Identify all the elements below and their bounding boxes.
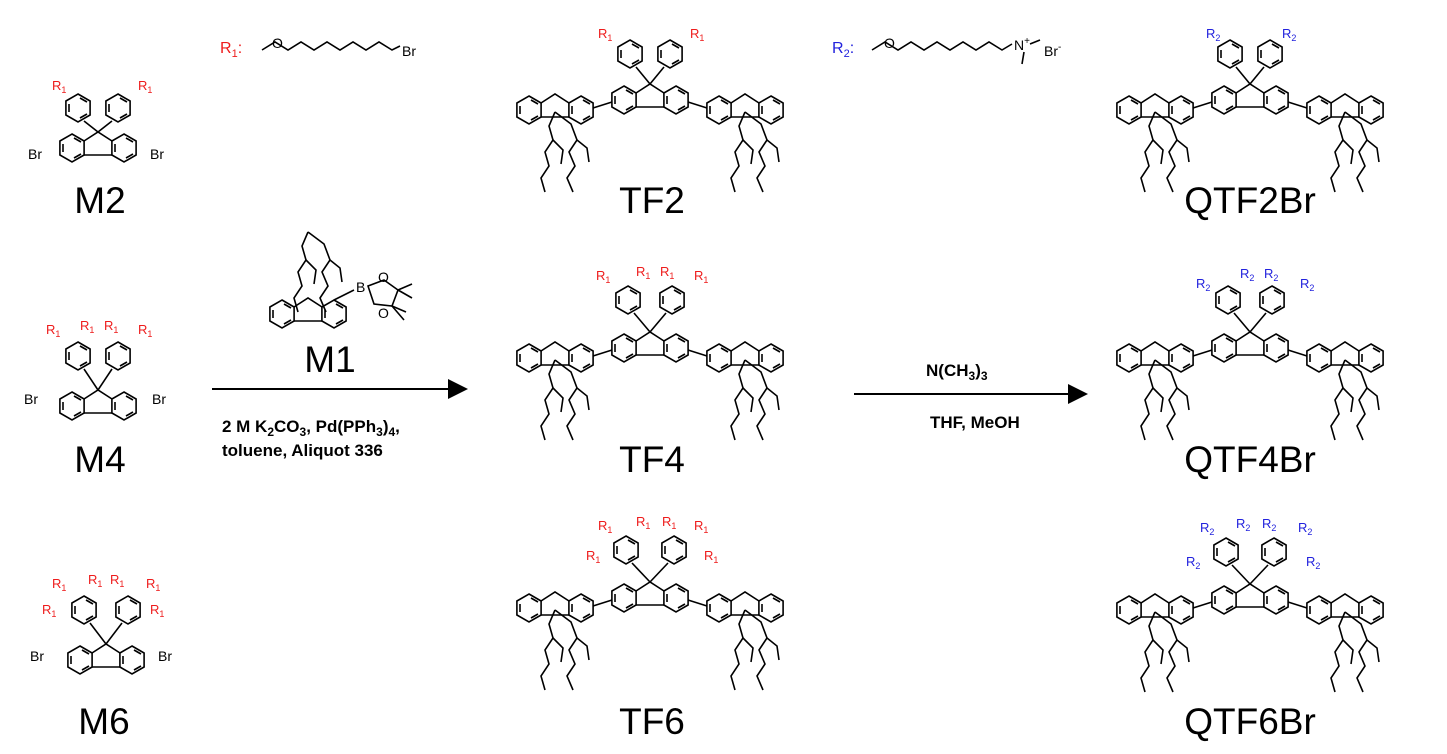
label-qtf2br: QTF2Br — [1184, 180, 1316, 221]
label-tf6: TF6 — [619, 701, 685, 742]
svg-text:R1: R1 — [88, 572, 102, 589]
svg-text:R1: R1 — [704, 548, 718, 565]
r1-definition: R1: O Br — [220, 35, 416, 60]
label-m6: M6 — [78, 701, 129, 742]
product-qtf6br: R2 R2 R2 R2 R2 R2 QTF6Br — [1117, 516, 1383, 742]
r1-bromine: Br — [402, 43, 416, 59]
label-m4: M4 — [74, 439, 125, 480]
svg-text:R1: R1 — [150, 602, 164, 619]
svg-text:R1: R1 — [662, 514, 676, 531]
svg-text:R1: R1 — [636, 514, 650, 531]
label-tf4: TF4 — [619, 439, 685, 480]
intermediate-tf2: R1 R1 TF2 — [517, 26, 783, 221]
svg-text:R2: R2 — [1206, 26, 1220, 43]
svg-text:Br: Br — [28, 146, 42, 162]
svg-text:R2: R2 — [1236, 516, 1250, 533]
step1-conditions-line1: 2 M K2CO3, Pd(PPh3)4, — [222, 417, 400, 439]
svg-text:R1: R1 — [694, 268, 708, 285]
svg-text:R1: R1 — [138, 322, 152, 339]
svg-text:R1: R1 — [660, 264, 674, 281]
r2-oxygen: O — [884, 35, 895, 51]
svg-text:R2: R2 — [1300, 276, 1314, 293]
svg-text:R2: R2 — [1196, 276, 1210, 293]
r2-nitrogen: N+ — [1014, 36, 1030, 53]
product-qtf4br: R2 R2 R2 R2 QTF4Br — [1117, 266, 1383, 480]
svg-text:R1: R1 — [46, 322, 60, 339]
monomer-m6: Br Br R1 R1 R1 R1 R1 R1 M6 — [30, 572, 172, 742]
svg-text:R2:: R2: — [832, 40, 854, 60]
svg-text:R1: R1 — [52, 78, 66, 95]
monomer-m2: Br Br R1 R1 M2 — [28, 78, 164, 221]
product-qtf2br: R2 R2 QTF2Br — [1117, 26, 1383, 221]
svg-text:R1: R1 — [110, 572, 124, 589]
svg-text:R1: R1 — [80, 318, 94, 335]
svg-text:R1: R1 — [596, 268, 610, 285]
svg-text:R1: R1 — [598, 26, 612, 43]
svg-text:R1: R1 — [52, 576, 66, 593]
monomer-m4: Br Br R1 R1 R1 R1 M4 — [24, 318, 166, 480]
svg-text:R2: R2 — [1200, 520, 1214, 537]
svg-text:O: O — [378, 305, 389, 321]
svg-text:Br: Br — [158, 648, 172, 664]
svg-text:Br: Br — [30, 648, 44, 664]
svg-text:R1: R1 — [690, 26, 704, 43]
r2-definition: R2: O N+ Br- — [832, 35, 1061, 65]
label-m1: M1 — [304, 339, 355, 380]
r1-oxygen: O — [272, 35, 283, 51]
intermediate-tf6: R1 R1 R1 R1 R1 R1 TF6 — [517, 514, 783, 742]
svg-text:R2: R2 — [1186, 554, 1200, 571]
step2-reagent: N(CH3)3 — [926, 361, 988, 383]
svg-text:R1:: R1: — [220, 40, 242, 60]
svg-text:R1: R1 — [598, 518, 612, 535]
svg-text:O: O — [378, 269, 389, 285]
svg-text:R2: R2 — [1240, 266, 1254, 283]
label-qtf6br: QTF6Br — [1184, 701, 1316, 742]
svg-text:R1: R1 — [146, 576, 160, 593]
svg-text:R1: R1 — [586, 548, 600, 565]
svg-text:R2: R2 — [1282, 26, 1296, 43]
svg-text:R2: R2 — [1264, 266, 1278, 283]
intermediate-tf4: R1 R1 R1 R1 TF4 — [517, 264, 783, 480]
svg-text:R1: R1 — [138, 78, 152, 95]
svg-text:R2: R2 — [1306, 554, 1320, 571]
boron-atom: B — [356, 279, 365, 295]
svg-text:Br: Br — [150, 146, 164, 162]
svg-text:Br: Br — [24, 391, 38, 407]
r2-bromide: Br- — [1044, 42, 1061, 59]
label-qtf4br: QTF4Br — [1184, 439, 1316, 480]
svg-text:R1: R1 — [42, 602, 56, 619]
step1-conditions-line2: toluene, Aliquot 336 — [222, 441, 383, 460]
svg-text:R1: R1 — [694, 518, 708, 535]
svg-text:Br: Br — [152, 391, 166, 407]
svg-text:R2: R2 — [1298, 520, 1312, 537]
svg-text:R1: R1 — [104, 318, 118, 335]
step2-solvents: THF, MeOH — [930, 413, 1020, 432]
svg-text:R2: R2 — [1262, 516, 1276, 533]
reagent-m1: B O O M1 — [270, 231, 413, 380]
svg-text:R1: R1 — [636, 264, 650, 281]
label-tf2: TF2 — [619, 180, 685, 221]
label-m2: M2 — [74, 180, 125, 221]
